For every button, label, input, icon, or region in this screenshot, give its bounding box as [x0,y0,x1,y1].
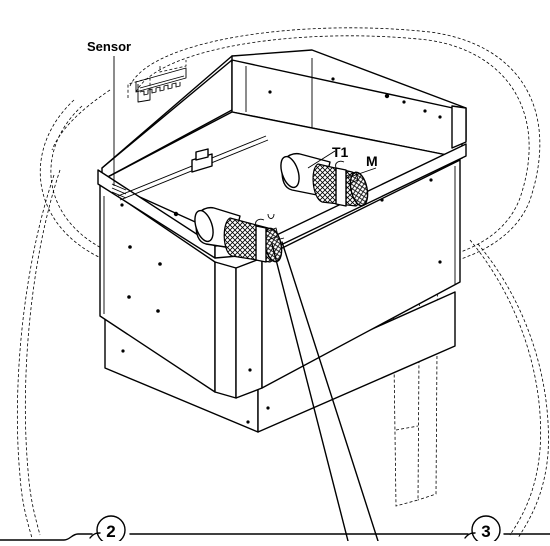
callout-bar [0,515,550,545]
label-sensor: Sensor [87,39,131,54]
hose [271,237,379,542]
clamp-rear [335,160,359,207]
callout-number-2: 2 [106,522,115,541]
leader-lines [113,56,377,186]
box-corner-panel [214,257,263,399]
box-front-right-face [261,159,461,389]
clamp-front [255,218,279,263]
label-t1: T1 [332,144,349,160]
label-m: M [366,153,378,169]
callout-number-3: 3 [481,522,490,541]
top-bracket [135,67,187,103]
